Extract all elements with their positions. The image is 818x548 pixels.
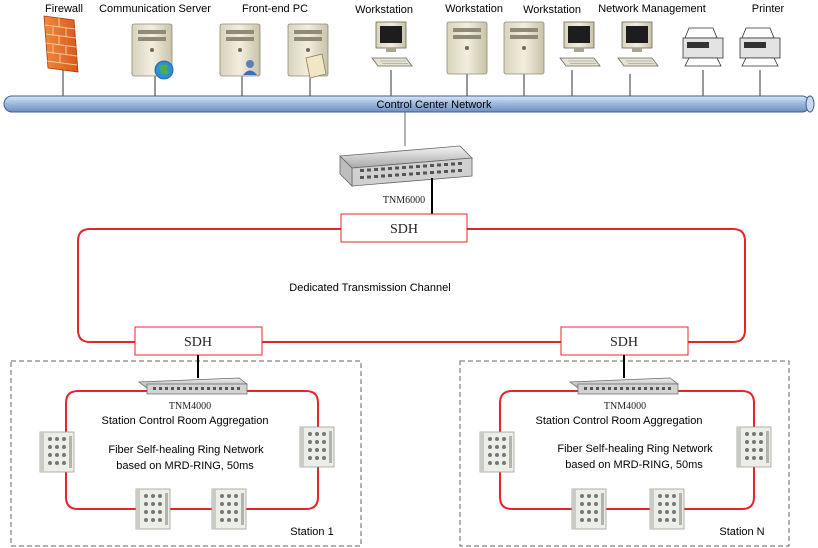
communication-server-icon [131, 23, 174, 80]
workstation-icon-1 [371, 21, 413, 67]
station-1-name: Station 1 [290, 526, 333, 538]
bus-label: Control Center Network [377, 99, 492, 111]
label-frontend-pc: Front-end PC [242, 3, 308, 15]
station-1-module-left [39, 431, 75, 473]
station-n-tnm4000-switch-icon [569, 377, 679, 395]
station-1-tnm4000-switch-icon [138, 377, 248, 395]
station-n-aggregation-label: Station Control Room Aggregation [536, 415, 703, 427]
frontend-pc-icon [219, 23, 261, 77]
printer-icon-2 [739, 27, 781, 67]
station-1-module-right [299, 426, 335, 468]
station-1-module-bottom-2 [211, 488, 247, 530]
station-n-module-right [736, 426, 772, 468]
station-n-ring-label-1: Fiber Self-healing Ring Network [557, 443, 713, 455]
station-n-module-bottom-1 [571, 488, 607, 530]
workstation-server-icon-2 [446, 21, 488, 75]
control-center-network-bus: Control Center Network [3, 95, 815, 113]
firewall-icon [43, 15, 79, 73]
label-printer: Printer [752, 3, 785, 15]
station-1-aggregation-label: Station Control Room Aggregation [102, 415, 269, 427]
network-management-pc-icon-2 [617, 21, 659, 67]
tnm6000-label: TNM6000 [383, 195, 425, 206]
station-n-ring [499, 390, 755, 510]
station-1-ring-label-2: based on MRD-RING, 50ms [116, 460, 254, 472]
tnm6000-switch-icon [339, 145, 473, 187]
dedicated-channel-label: Dedicated Transmission Channel [289, 282, 450, 294]
station-1-module-bottom-1 [135, 488, 171, 530]
label-communication-server: Communication Server [99, 3, 211, 15]
network-management-pc-icon-1 [559, 21, 601, 67]
workstation-server-icon-3 [503, 21, 545, 75]
label-firewall: Firewall [45, 3, 83, 15]
station-n-ring-label-2: based on MRD-RING, 50ms [565, 459, 703, 471]
sdh-node-right: SDH [560, 326, 689, 356]
sdh-right-label: SDH [610, 335, 638, 350]
sdh-node-left: SDH [134, 326, 263, 356]
sdh-ring [77, 228, 746, 343]
station-n-switch-label: TNM4000 [604, 401, 646, 412]
station-n-name: Station N [719, 526, 764, 538]
station-1-ring [65, 390, 319, 510]
label-workstation-2: Workstation [445, 3, 503, 15]
station-n-module-bottom-2 [649, 488, 685, 530]
label-workstation-1: Workstation [355, 4, 413, 16]
station-1-frame [10, 360, 362, 547]
station-n-module-left [479, 431, 515, 473]
server-folder-icon [287, 23, 329, 79]
label-workstation-3: Workstation [523, 4, 581, 16]
station-1-ring-label-1: Fiber Self-healing Ring Network [108, 444, 264, 456]
printer-icon-1 [682, 27, 724, 67]
sdh-left-label: SDH [184, 335, 212, 350]
sdh-top-label: SDH [390, 222, 418, 237]
station-1-switch-label: TNM4000 [169, 401, 211, 412]
sdh-node-top: SDH [340, 213, 468, 243]
label-network-management: Network Management [598, 3, 706, 15]
